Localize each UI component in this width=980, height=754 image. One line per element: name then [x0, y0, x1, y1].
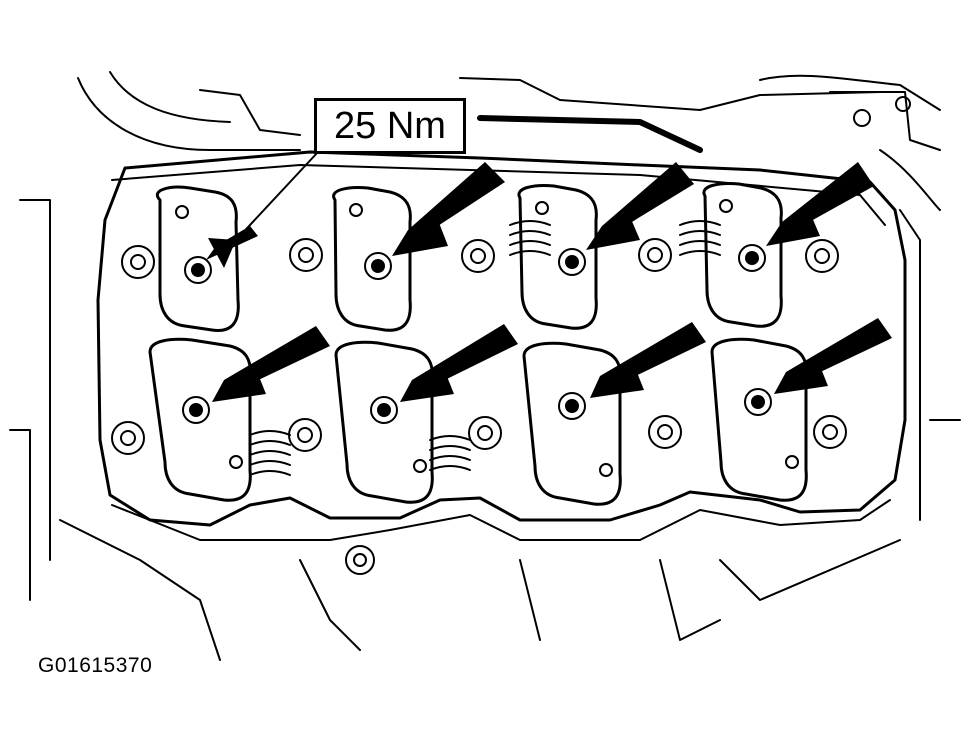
bolt-icon	[805, 239, 839, 273]
arrow-icon	[766, 208, 820, 246]
arrow-icon	[400, 364, 454, 402]
arrow-icon	[212, 364, 266, 402]
valve-spring-icon	[429, 435, 471, 471]
rocker-arm-icon	[148, 337, 252, 502]
rocker-arm-icon	[156, 185, 240, 332]
arrow-icon	[586, 212, 640, 250]
arrow-icon	[208, 238, 236, 268]
engine-background-top	[9, 71, 961, 601]
figure-id-label: G01615370	[38, 654, 153, 677]
torque-callout-box: 25 Nm	[314, 98, 466, 154]
arrow-icon	[774, 356, 828, 394]
bolt-icon	[813, 415, 847, 449]
torque-arrows	[206, 162, 892, 402]
bolt-icon	[461, 239, 495, 273]
bolt-icon	[468, 416, 502, 450]
callout-leader-line	[235, 151, 319, 241]
torque-callout-label: 25 Nm	[334, 104, 446, 147]
valve-spring-icon	[679, 220, 721, 256]
arrow-icon	[590, 360, 644, 398]
head-bolts	[111, 238, 847, 455]
valve-springs	[249, 220, 721, 476]
bolt-icon	[638, 238, 672, 272]
bolt-icon	[648, 415, 682, 449]
rocker-arm-icon	[710, 337, 808, 502]
valve-spring-icon	[249, 430, 291, 476]
bolt-icon	[289, 238, 323, 272]
rocker-arm-icon	[334, 340, 434, 504]
rocker-arm-icon	[522, 341, 622, 506]
bolt-icon	[121, 245, 155, 279]
rocker-arm-icon	[517, 184, 598, 330]
bolt-icon	[111, 421, 145, 455]
valve-spring-icon	[509, 220, 551, 256]
arrow-icon	[392, 215, 448, 256]
rocker-arm-icon	[702, 182, 783, 328]
rocker-arm-icon	[332, 186, 412, 332]
bolt-icon	[288, 418, 322, 452]
